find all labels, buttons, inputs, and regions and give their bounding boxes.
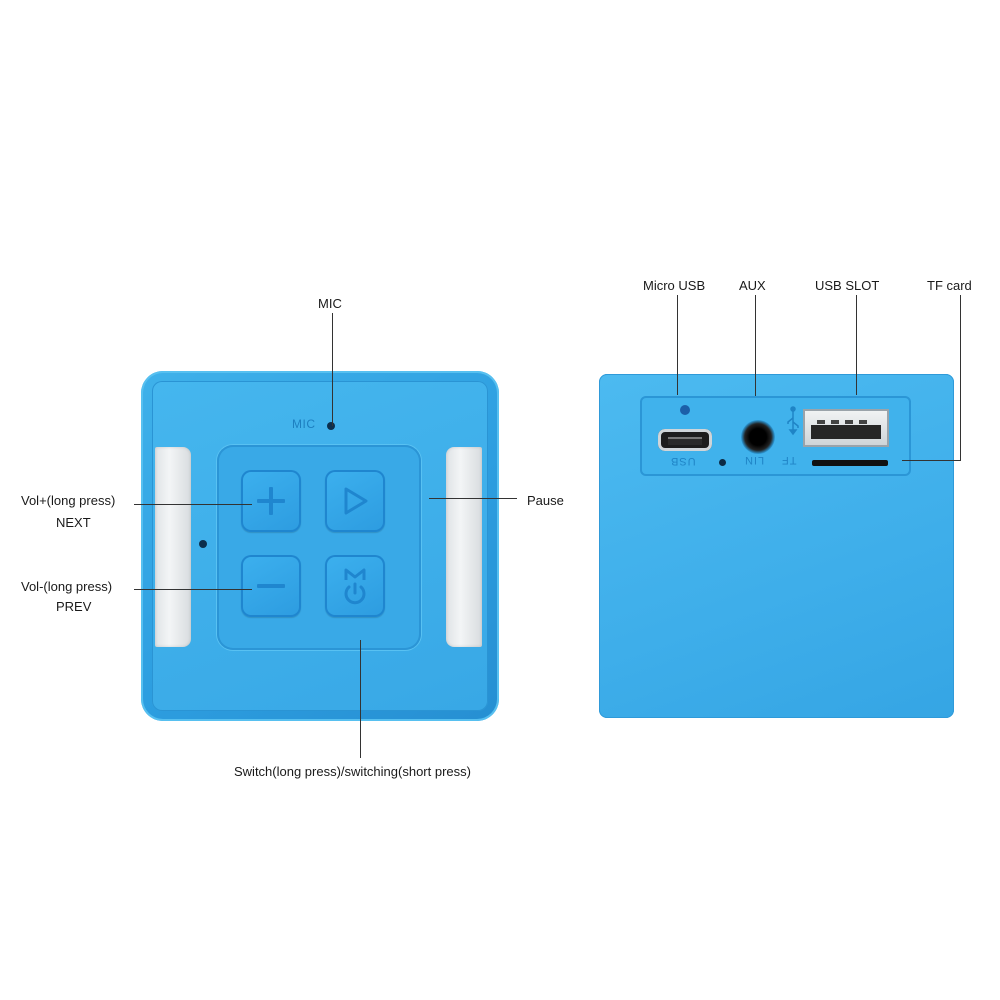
- left-adhesive-tape: [155, 447, 191, 647]
- next-label: NEXT: [56, 515, 91, 530]
- mic-hole: [327, 422, 335, 430]
- port-panel: USB LIN TF: [640, 396, 911, 476]
- micro-usb-label: Micro USB: [643, 278, 706, 293]
- micro-usb-port: [658, 429, 712, 451]
- usb-symbol-icon: [787, 406, 799, 436]
- side-indicator-hole: [199, 540, 207, 548]
- minus-icon: [257, 584, 285, 588]
- device-tf-text: TF: [781, 454, 797, 466]
- speaker-front-face: MIC: [152, 381, 488, 711]
- usb-slot-callout-line: [856, 295, 857, 395]
- speaker-back: USB LIN TF: [599, 374, 954, 718]
- tf-card-label: TF card: [927, 278, 972, 293]
- charge-indicator-led: [680, 405, 690, 415]
- plus-icon: [257, 487, 285, 515]
- tf-card-callout-line-horizontal: [902, 460, 961, 461]
- device-mic-text: MIC: [292, 417, 316, 431]
- vol-minus-button[interactable]: [241, 555, 301, 617]
- vol-plus-label: Vol+(long press): [21, 493, 116, 508]
- vol-plus-button[interactable]: [241, 470, 301, 532]
- device-lin-text: LIN: [744, 454, 765, 466]
- device-usb-text: USB: [670, 455, 696, 467]
- switch-callout-line: [360, 640, 361, 758]
- mic-label: MIC: [318, 296, 342, 311]
- switch-label: Switch(long press)/switching(short press…: [234, 764, 471, 779]
- right-adhesive-tape: [446, 447, 482, 647]
- prev-label: PREV: [56, 599, 92, 614]
- mic-callout-line: [332, 313, 333, 426]
- aux-port: [741, 420, 775, 454]
- reset-hole: [719, 459, 726, 466]
- aux-callout-line: [755, 295, 756, 396]
- pause-label: Pause: [527, 493, 564, 508]
- button-pad: [217, 445, 421, 650]
- tf-card-callout-line-vertical: [960, 295, 961, 461]
- usb-slot-label: USB SLOT: [815, 278, 880, 293]
- vol-minus-label: Vol-(long press): [21, 579, 113, 594]
- mode-power-button[interactable]: [325, 555, 385, 617]
- vol-plus-callout-line: [134, 504, 252, 505]
- vol-minus-callout-line: [134, 589, 252, 590]
- play-icon: [344, 487, 368, 515]
- micro-usb-callout-line: [677, 295, 678, 395]
- usb-slot-port: [803, 409, 889, 447]
- play-pause-button[interactable]: [325, 470, 385, 532]
- tf-card-slot: [812, 460, 888, 466]
- pause-callout-line: [429, 498, 517, 499]
- mode-power-icon: [344, 568, 366, 605]
- speaker-front: MIC: [141, 371, 499, 721]
- aux-label: AUX: [739, 278, 766, 293]
